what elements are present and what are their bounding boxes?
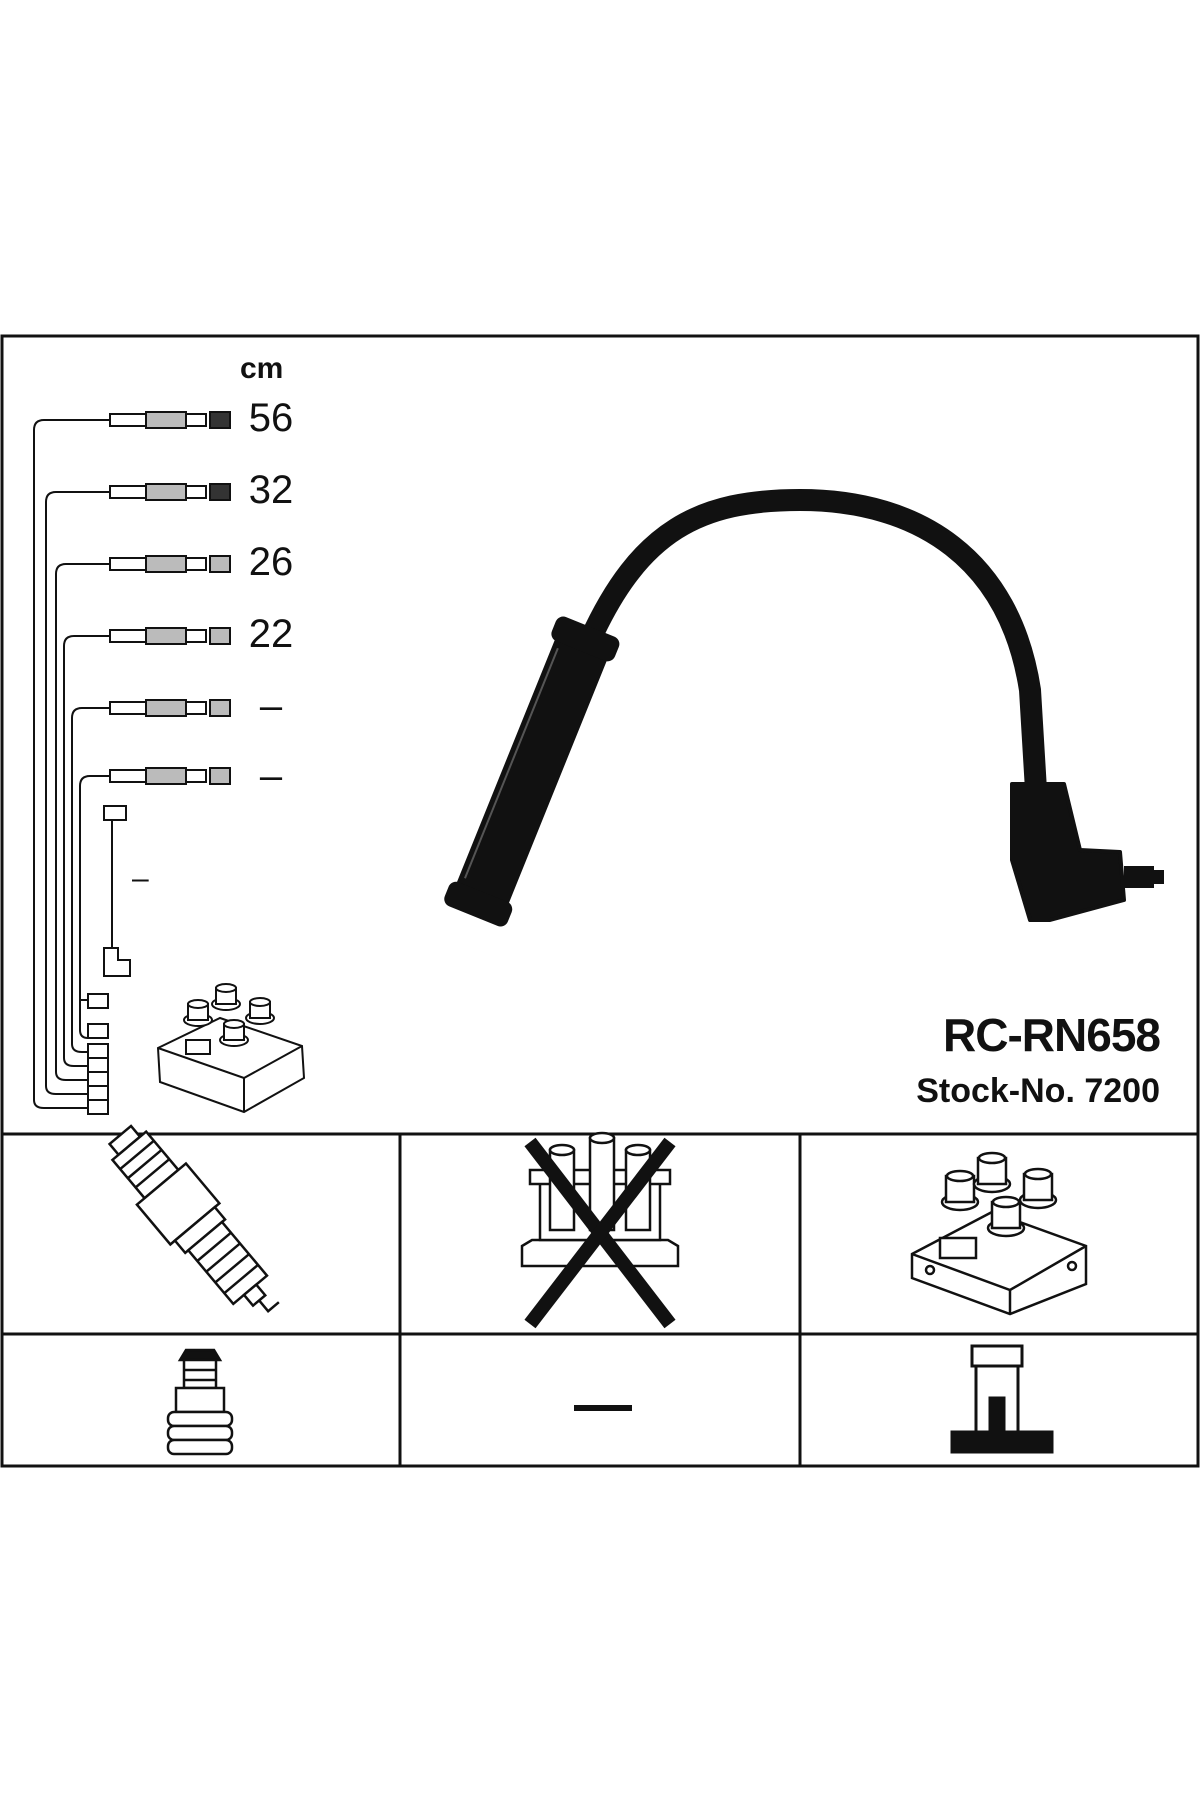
length-unit-label: cm — [240, 352, 284, 385]
part-number: RC-RN658 — [943, 1009, 1161, 1061]
small-coil-pack-icon — [156, 983, 306, 1114]
frame — [0, 334, 1200, 1468]
spark-plug-icon — [107, 1124, 280, 1313]
plug-terminal-icon — [166, 1348, 234, 1456]
cable-length-2: 32 — [248, 468, 294, 512]
cable-row-connectors — [87, 411, 231, 1115]
cable-length-4: 22 — [248, 612, 294, 656]
stock-label: Stock-No. — [916, 1072, 1075, 1110]
cable-length-3: 26 — [248, 540, 294, 584]
distributor-cap-crossed-icon — [520, 1131, 680, 1329]
cable-length-1: 56 — [248, 396, 294, 440]
ignition-coil-icon — [910, 1151, 1088, 1316]
coil-wire-length: – — [132, 862, 149, 895]
cable-overview — [33, 419, 110, 1109]
cable-length-6: – — [259, 754, 283, 798]
stock-number-line: Stock-No. 7200 — [916, 1072, 1160, 1111]
coil-connector-icon — [950, 1344, 1054, 1454]
ignition-cable-illustration — [444, 488, 1164, 927]
stock-number: 7200 — [1084, 1072, 1160, 1110]
terminal-stack — [87, 993, 109, 1115]
cable-length-5: – — [259, 684, 283, 728]
coil-lead — [103, 805, 131, 977]
